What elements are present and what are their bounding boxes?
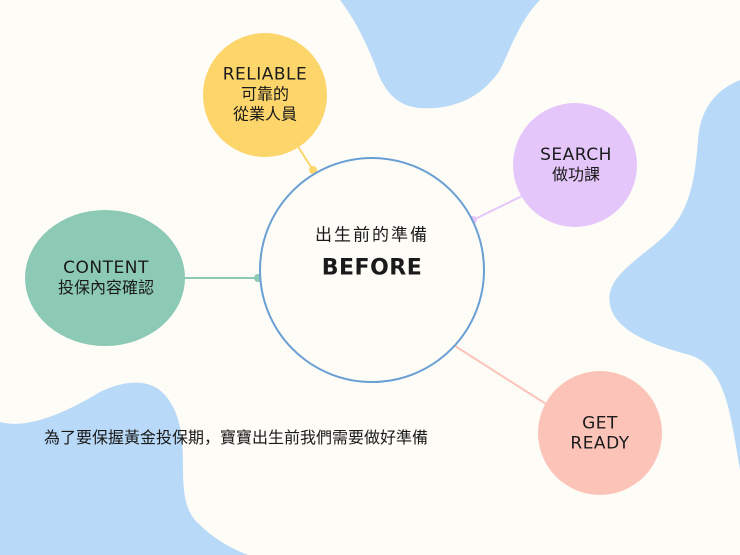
- node-search-circle: [513, 103, 637, 227]
- node-get-ready-circle: [538, 371, 662, 495]
- node-reliable-zh-2: 從業人員: [232, 104, 298, 124]
- node-search-zh: 做功課: [551, 165, 600, 185]
- node-reliable-label: RELIABLE 可靠的 從業人員: [223, 65, 308, 124]
- background-blob-bottom-left: [0, 382, 248, 555]
- node-content-ellipse: [25, 210, 185, 346]
- connector-get-ready: [448, 340, 547, 405]
- center-title-zh: 出生前的準備: [315, 225, 429, 246]
- caption-text: 為了要保握黃金投保期，寶寶出生前我們需要做好準備: [44, 428, 429, 447]
- node-content-en: CONTENT: [63, 258, 149, 279]
- node-search-en: SEARCH: [540, 145, 612, 166]
- center-title-en: BEFORE: [321, 256, 423, 281]
- node-content-zh: 投保內容確認: [57, 278, 155, 298]
- background-blob-top: [340, 0, 540, 109]
- node-reliable-en: RELIABLE: [222, 64, 308, 85]
- node-get-ready-label: GET READY: [570, 414, 629, 455]
- center-circle: [259, 157, 485, 383]
- connector-reliable: [296, 144, 317, 174]
- node-get-ready-line2: READY: [570, 434, 630, 454]
- node-reliable-circle: [203, 33, 327, 157]
- node-content-label: CONTENT 投保內容確認: [58, 258, 154, 298]
- node-get-ready-line1: GET: [582, 413, 618, 434]
- node-search-label: SEARCH 做功課: [540, 145, 612, 185]
- connector-content: [184, 274, 262, 282]
- connector-search: [469, 195, 523, 224]
- center-label: 出生前的準備 BEFORE: [315, 226, 429, 283]
- background-blob-right: [609, 80, 740, 470]
- node-reliable-zh-1: 可靠的: [240, 85, 290, 105]
